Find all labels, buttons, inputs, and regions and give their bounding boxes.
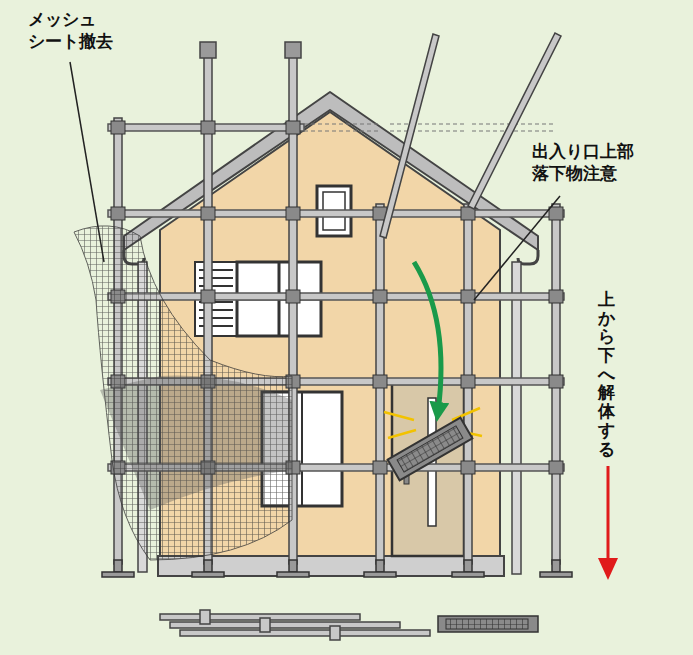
direction-arrow-head (598, 558, 618, 580)
fall-arrow (414, 262, 441, 412)
callout-label: メッシュ シート撤去 (28, 8, 128, 52)
mesh-sheet (74, 226, 292, 560)
direction-label: 上から下へ解体する (598, 290, 615, 458)
removed-ledger (304, 124, 556, 131)
base-jacks (102, 560, 572, 577)
removed-post (380, 34, 439, 238)
callout-label: 出入り口上部 落下物注意 (532, 140, 650, 184)
dismantled-parts (160, 610, 430, 640)
downspout (512, 262, 521, 574)
leader-line (474, 196, 560, 300)
leader-line (70, 62, 104, 262)
falling-board (388, 418, 473, 481)
window-frame (301, 392, 303, 506)
mesh-fold (100, 376, 292, 511)
direction-arrow (607, 466, 610, 560)
roof (124, 92, 538, 250)
post-caps (200, 42, 301, 58)
dismantled-board (438, 616, 538, 632)
